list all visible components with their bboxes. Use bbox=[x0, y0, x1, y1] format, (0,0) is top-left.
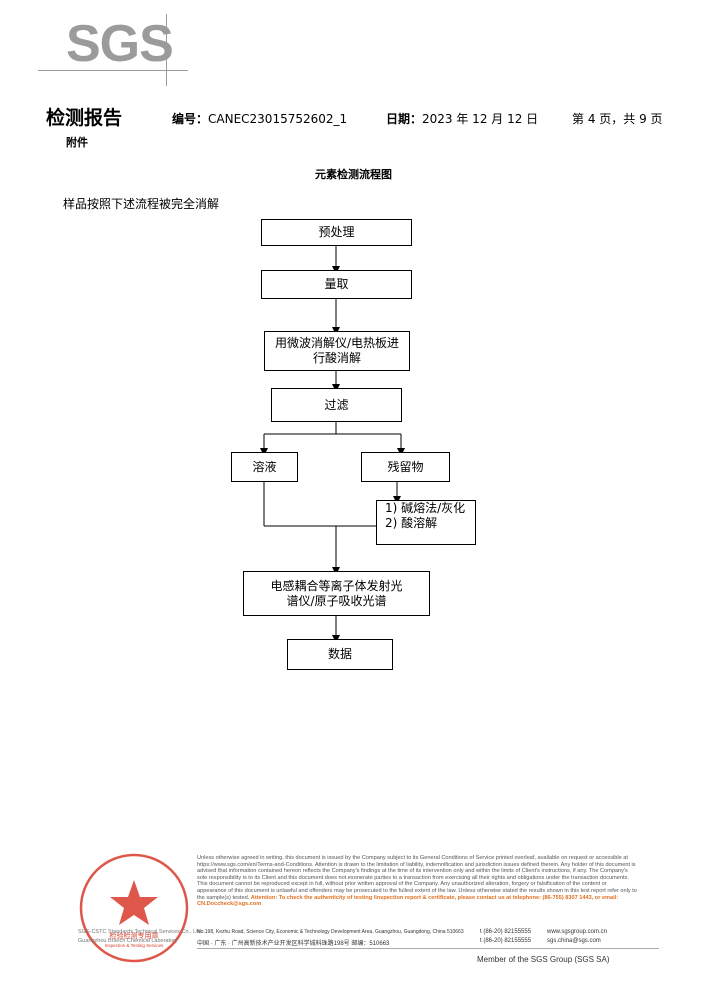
address-cn: 中国 · 广东 · 广州高新技术产业开发区科学城科珠路198号 邮编：51066… bbox=[197, 941, 390, 947]
legal-disclaimer: Unless otherwise agreed in writing, this… bbox=[197, 855, 637, 908]
step-digest-line1: 用微波消解仪/电热板进 bbox=[274, 336, 400, 350]
seal-star-icon bbox=[110, 880, 158, 925]
residue-step-1: 1) 碱熔法/灰化 bbox=[385, 501, 466, 515]
company-seal: 检验检测专用章 Inspection & Testing Services bbox=[79, 853, 189, 963]
seal-text-en: Inspection & Testing Services bbox=[105, 943, 164, 948]
contact-email: sgs.china@sgs.com bbox=[547, 938, 601, 944]
seal-text-cn: 检验检测专用章 bbox=[110, 931, 159, 940]
telephone-2: t (86-20) 82155555 bbox=[480, 938, 532, 944]
address-en: No.198, Kezhu Road, Science City, Econom… bbox=[197, 929, 464, 935]
step-solution: 溶液 bbox=[231, 452, 298, 482]
group-membership: Member of the SGS Group (SGS SA) bbox=[477, 955, 610, 964]
logo-horizontal-rule bbox=[38, 70, 188, 71]
report-date-label: 日期： bbox=[386, 112, 423, 126]
attention-text: Attention: To check the authenticity of … bbox=[197, 894, 619, 908]
step-preprocess: 预处理 bbox=[261, 219, 412, 246]
sgs-logo: SGS bbox=[66, 15, 174, 73]
company-name-en-1: SGS-CSTC Standards Technical Services Co… bbox=[78, 929, 203, 935]
website: www.sgsgroup.com.cn bbox=[547, 929, 608, 935]
flowchart-title: 元素检测流程图 bbox=[315, 168, 392, 181]
report-date: 日期：2023 年 12 月 12 日 bbox=[386, 110, 538, 127]
step-digest-line2: 行酸消解 bbox=[312, 351, 361, 365]
report-number-value: CANEC23015752602_1 bbox=[208, 112, 348, 126]
residue-step-2: 2) 酸溶解 bbox=[385, 516, 438, 530]
step-residue: 残留物 bbox=[361, 452, 450, 482]
logo-vertical-rule bbox=[166, 14, 167, 86]
report-title: 检测报告 bbox=[46, 107, 123, 129]
report-number-label: 编号： bbox=[172, 112, 209, 126]
telephone-1: t (86-20) 82155555 bbox=[480, 929, 532, 935]
disclaimer-text: Unless otherwise agreed in writing, this… bbox=[197, 855, 637, 901]
step-residue-treatment: 1) 碱熔法/灰化 2) 酸溶解 bbox=[376, 500, 476, 545]
report-date-value: 2023 年 12 月 12 日 bbox=[422, 112, 539, 126]
page-number: 第 4 页，共 9 页 bbox=[572, 112, 663, 126]
step-measure: 量取 bbox=[261, 270, 412, 299]
footer-separator bbox=[197, 948, 659, 949]
step-digest: 用微波消解仪/电热板进 行酸消解 bbox=[264, 331, 410, 371]
report-number: 编号：CANEC23015752602_1 bbox=[172, 110, 347, 127]
annex-label: 附件 bbox=[66, 136, 88, 149]
company-name-en-2: Guangzhou Branch Chemical Laboratory bbox=[78, 938, 178, 944]
step-filter: 过滤 bbox=[271, 388, 402, 422]
step-instrument-line1: 电感耦合等离子体发射光 bbox=[270, 578, 403, 593]
intro-text: 样品按照下述流程被完全消解 bbox=[63, 197, 220, 211]
step-instrument: 电感耦合等离子体发射光 谱仪/原子吸收光谱 bbox=[243, 571, 430, 616]
step-data: 数据 bbox=[287, 639, 393, 670]
step-instrument-line2: 谱仪/原子吸收光谱 bbox=[286, 593, 387, 608]
